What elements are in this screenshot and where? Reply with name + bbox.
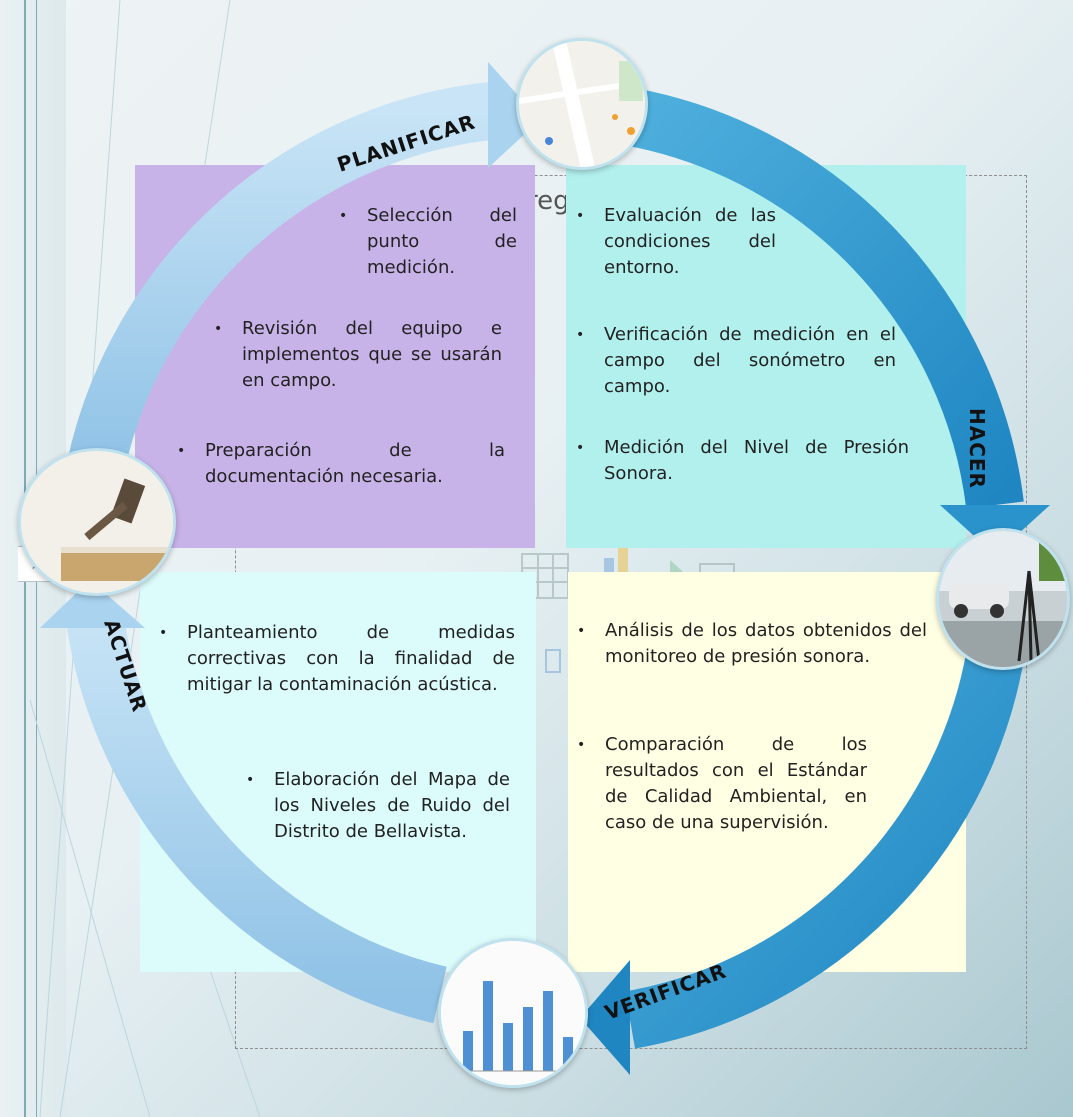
actuar-list: Planteamiento de medidas correctivas con… — [140, 572, 536, 972]
gavel-icon — [21, 451, 173, 593]
planificar-list: Selección del punto de medición. Revisió… — [135, 165, 535, 548]
list-item: Preparación de la documentación necesari… — [177, 438, 505, 490]
quadrant-actuar: Planteamiento de medidas correctivas con… — [140, 572, 536, 972]
list-item: Análisis de los datos obtenidos del moni… — [577, 618, 927, 670]
map-image — [516, 38, 648, 170]
list-item: Comparación de los resultados con el Est… — [577, 732, 867, 836]
bar-chart-icon — [441, 941, 585, 1085]
list-item: Verificación de medición en el campo del… — [576, 322, 896, 400]
hacer-list: Evaluación de las condiciones del entorn… — [566, 165, 966, 548]
list-item: Medición del Nivel de Presión Sonora. — [576, 435, 909, 487]
quadrant-hacer: Evaluación de las condiciones del entorn… — [566, 165, 966, 548]
bar-chart-image — [438, 938, 588, 1088]
legal-gavel-image — [18, 448, 176, 596]
list-item: Planteamiento de medidas correctivas con… — [159, 620, 515, 698]
sound-meter-field-image — [936, 528, 1070, 670]
map-icon — [519, 41, 645, 167]
list-item: Evaluación de las condiciones del entorn… — [576, 203, 776, 281]
list-item: Revisión del equipo e implementos que se… — [214, 316, 502, 394]
list-item: Elaboración del Mapa de los Niveles de R… — [246, 767, 510, 845]
label-hacer: HACER — [965, 408, 989, 489]
verificar-list: Análisis de los datos obtenidos del moni… — [568, 572, 966, 972]
tripod-icon — [939, 531, 1067, 667]
list-item: Selección del punto de medición. — [339, 203, 517, 281]
